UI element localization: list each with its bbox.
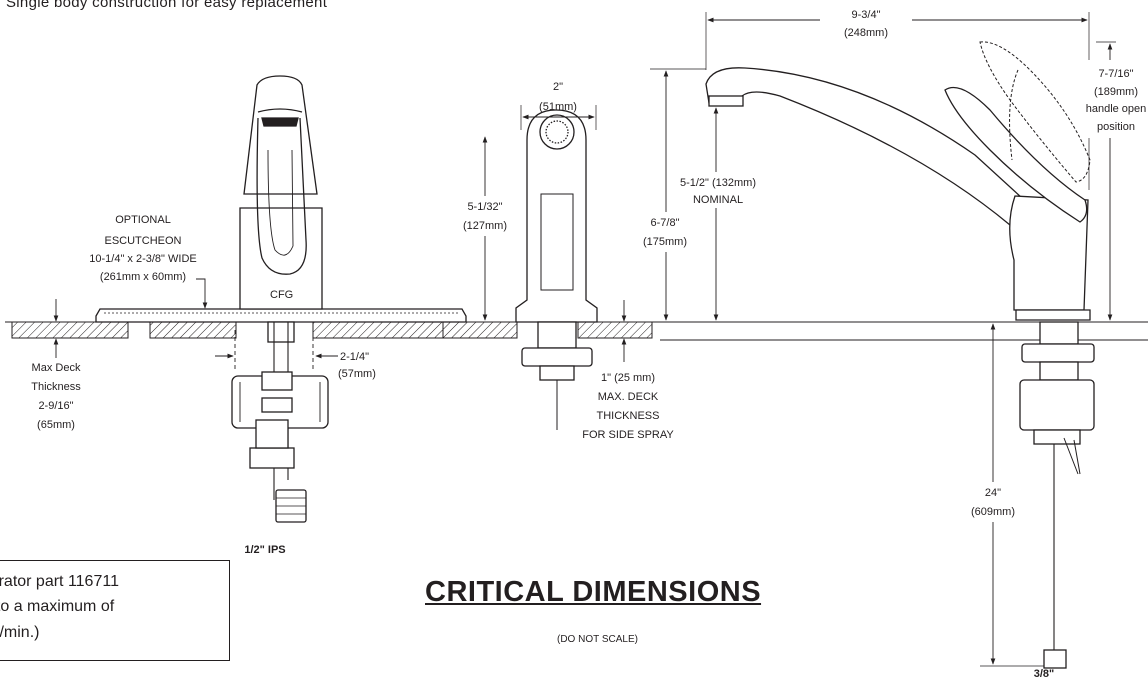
svg-text:10-1/4" x 2-3/8" WIDE: 10-1/4" x 2-3/8" WIDE	[89, 253, 196, 265]
svg-text:(609mm): (609mm)	[971, 506, 1015, 518]
side-spray-deck-callout: 1" (25 mm) MAX. DECK THICKNESS FOR SIDE …	[582, 300, 674, 441]
deck-thickness-callout: Max Deck Thickness 2-9/16" (65mm)	[31, 299, 81, 431]
note-line: (5.7L/min.)	[0, 624, 40, 641]
svg-text:2-9/16": 2-9/16"	[38, 400, 73, 412]
svg-text:ESCUTCHEON: ESCUTCHEON	[104, 235, 181, 247]
svg-text:(175mm): (175mm)	[643, 236, 687, 248]
feature-text: Single body construction for easy replac…	[6, 0, 328, 11]
spout-height-dimension: 5-1/2" (132mm) NOMINAL	[676, 107, 764, 321]
svg-text:7-7/16": 7-7/16"	[1098, 68, 1133, 80]
svg-text:(261mm x 60mm): (261mm x 60mm)	[100, 271, 186, 283]
side-view-faucet	[705, 41, 1095, 669]
svg-text:Max Deck: Max Deck	[32, 362, 81, 374]
note-line: flow to a maximum of	[0, 598, 115, 615]
svg-text:24": 24"	[985, 487, 1001, 499]
supply-label-half-inch: 1/2" IPS	[244, 544, 285, 556]
svg-text:(248mm): (248mm)	[844, 27, 888, 39]
escutcheon-callout: OPTIONAL ESCUTCHEON 10-1/4" x 2-3/8" WID…	[89, 214, 208, 309]
svg-text:(65mm): (65mm)	[37, 419, 75, 431]
svg-text:2": 2"	[553, 81, 563, 93]
side-spray	[515, 109, 598, 430]
svg-text:5-1/2" (132mm): 5-1/2" (132mm)	[680, 177, 756, 189]
note-line: of aerator part 116711	[0, 573, 119, 590]
svg-text:(51mm): (51mm)	[539, 101, 577, 113]
faucet-logo: CFG	[270, 289, 293, 301]
svg-text:position: position	[1097, 121, 1135, 133]
svg-text:2-1/4": 2-1/4"	[340, 351, 369, 363]
svg-text:Thickness: Thickness	[31, 381, 81, 393]
hose-length-dimension: 24" (609mm)	[965, 323, 1044, 667]
svg-text:(189mm): (189mm)	[1094, 86, 1138, 98]
reach-dimension: 9-3/4" (248mm)	[705, 4, 1090, 190]
svg-text:FOR SIDE SPRAY: FOR SIDE SPRAY	[582, 429, 674, 441]
svg-text:OPTIONAL: OPTIONAL	[115, 214, 171, 226]
handle-open-dimension: 7-7/16" (189mm) handle open position	[1084, 41, 1148, 321]
side-spray-width-dimension: 2" (51mm)	[520, 81, 597, 130]
side-spray-height-dimension: 5-1/32" (127mm)	[456, 136, 514, 321]
page-subtitle: (DO NOT SCALE)	[557, 634, 638, 645]
page-title: CRITICAL DIMENSIONS	[425, 576, 762, 608]
overall-height-dimension: 6-7/8" (175mm)	[637, 68, 706, 321]
countertop-deck	[5, 321, 1148, 341]
svg-text:MAX. DECK: MAX. DECK	[598, 391, 659, 403]
svg-text:(57mm): (57mm)	[338, 368, 376, 380]
svg-text:THICKNESS: THICKNESS	[597, 410, 660, 422]
svg-text:5-1/32": 5-1/32"	[467, 201, 502, 213]
shank-dimension: 2-1/4" (57mm)	[215, 351, 376, 380]
svg-text:6-7/8": 6-7/8"	[651, 217, 680, 229]
aerator-note-box: of aerator part 116711 flow to a maximum…	[0, 560, 230, 661]
svg-text:handle open: handle open	[1086, 103, 1147, 115]
svg-text:9-3/4": 9-3/4"	[852, 9, 881, 21]
supply-label-three-eighths: 3/8"	[1034, 668, 1055, 679]
svg-text:NOMINAL: NOMINAL	[693, 194, 743, 206]
svg-text:1" (25 mm): 1" (25 mm)	[601, 372, 655, 384]
svg-text:(127mm): (127mm)	[463, 220, 507, 232]
front-view-faucet	[95, 75, 467, 523]
